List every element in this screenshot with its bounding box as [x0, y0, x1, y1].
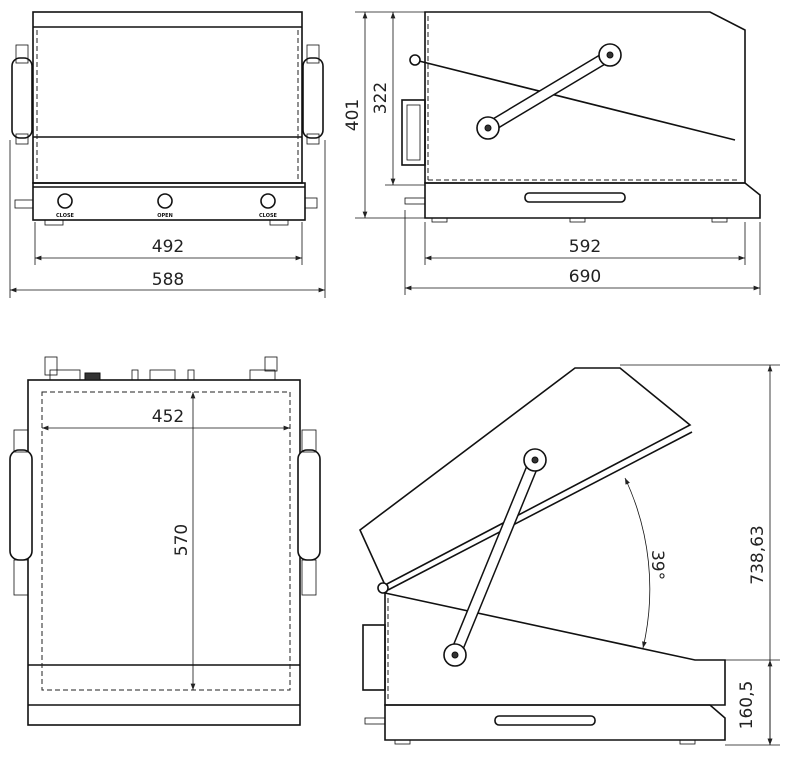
knob-close-right: CLOSE — [259, 193, 278, 219]
dim-401: 401 — [343, 99, 363, 131]
side-view: 401 322 592 690 — [343, 11, 761, 295]
gas-spring — [476, 43, 622, 140]
gas-spring-right — [302, 44, 324, 145]
top-view: 452 570 — [9, 356, 321, 726]
front-view: CLOSE OPEN CLOSE 492 588 — [9, 11, 326, 298]
dim-160-5: 160,5 — [737, 681, 757, 730]
dim-39-degrees: 39° — [647, 550, 667, 580]
dim-588: 588 — [152, 270, 184, 290]
dim-690: 690 — [569, 267, 601, 287]
dim-592: 592 — [569, 237, 601, 257]
svg-text:OPEN: OPEN — [157, 213, 173, 219]
svg-text:CLOSE: CLOSE — [259, 213, 278, 219]
dim-738-63: 738,63 — [748, 525, 768, 584]
gas-spring-open — [443, 448, 547, 667]
top-connectors — [44, 356, 278, 381]
dim-570: 570 — [172, 524, 192, 556]
dim-322: 322 — [371, 82, 391, 114]
open-view: 39° 738,63 160,5 — [359, 364, 780, 746]
svg-text:CLOSE: CLOSE — [56, 213, 75, 219]
gas-spring-left — [11, 44, 33, 145]
dim-492: 492 — [152, 237, 184, 257]
dim-452: 452 — [152, 407, 184, 427]
knob-close-left: CLOSE — [56, 193, 75, 219]
knob-open: OPEN — [157, 193, 173, 219]
